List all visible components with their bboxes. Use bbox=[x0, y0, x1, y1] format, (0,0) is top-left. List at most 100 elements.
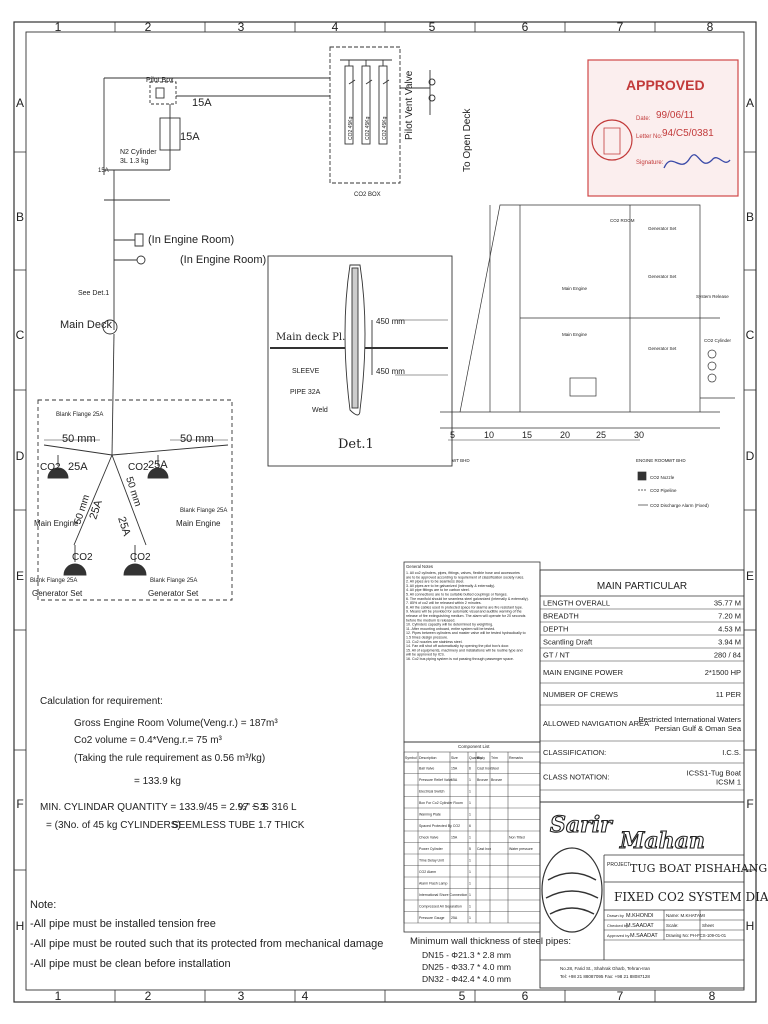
row-label-right: E bbox=[746, 569, 754, 583]
table-cell: 1 bbox=[469, 882, 471, 886]
approved-stamp: APPROVED Date: 99/06/11 Letter No: 94/C5… bbox=[587, 59, 739, 197]
wt-bhd-label: WT BHD bbox=[668, 458, 686, 463]
calc-heading: Calculation for requirement: bbox=[40, 696, 163, 707]
note-item: -All pipe must be clean before installat… bbox=[30, 958, 231, 970]
pipe-size-label: 25A bbox=[87, 498, 105, 521]
calc-line: SEEMLESS TUBE 1.7 THICK bbox=[172, 820, 305, 831]
row-label-right: H bbox=[746, 919, 755, 933]
table-cell: Cast Iron bbox=[477, 767, 491, 771]
col-label-bottom: 5 bbox=[459, 989, 466, 1003]
col-label-top: 6 bbox=[522, 20, 529, 34]
table-cell: International Shore Connection bbox=[419, 893, 467, 897]
drawn-by-label: Drawn by bbox=[607, 913, 624, 918]
general-note-line: 11. After mounting onboard, entire syste… bbox=[406, 627, 495, 631]
col-label-top: 4 bbox=[332, 20, 339, 34]
generator-set-label: Generator Set bbox=[148, 589, 199, 598]
stamp-date-label: Date: bbox=[636, 116, 651, 122]
stamp-title: APPROVED bbox=[626, 77, 705, 93]
table-cell: 5 bbox=[469, 847, 471, 851]
wall-thickness-item: DN32 - Φ42.4 * 4.0 mm bbox=[422, 974, 511, 984]
stamp-letter-label: Letter No: bbox=[636, 134, 663, 140]
co2-box bbox=[329, 46, 401, 184]
general-note-line: 1.5 times design pressure. bbox=[406, 636, 448, 640]
table-cell: 1 bbox=[469, 870, 471, 874]
row-label-left: D bbox=[16, 449, 25, 463]
scale-tick: 10 bbox=[484, 430, 494, 440]
table-cell: Pressure Relief Valve bbox=[419, 778, 452, 782]
wall-thickness-item: DN15 - Φ21.3 * 2.8 mm bbox=[422, 950, 511, 960]
project-value: TUG BOAT PISHAHANG 10 bbox=[630, 862, 768, 875]
table-cell: 15A bbox=[451, 836, 458, 840]
table-header: Body bbox=[477, 756, 485, 760]
general-note-line: 7. 85% of co2 will be released within 2 … bbox=[406, 601, 482, 605]
general-note-line: will be approved by ICS. bbox=[406, 653, 445, 657]
company-phone: Tel: +98 21 88087095 Fax: +98 21 8808712… bbox=[560, 974, 650, 979]
blank-flange-label: Blank Flange 25A bbox=[180, 508, 227, 514]
particular-label: CLASSIFICATION: bbox=[543, 748, 606, 757]
table-cell: Compressed Air Separation bbox=[419, 905, 462, 909]
drawing-border: 1 2 3 4 5 6 7 8 1 2 3 4 5 6 7 8 A B C D … bbox=[13, 20, 757, 1003]
table-header: Trim bbox=[491, 756, 498, 760]
table-header: Size bbox=[451, 756, 458, 760]
pipe-label: PIPE 32A bbox=[290, 389, 321, 396]
company-logo: Sarir Mahan bbox=[541, 811, 705, 933]
calc-line: = (3No. of 45 kg CYLINDERS) bbox=[46, 820, 181, 831]
table-cell: 1 bbox=[469, 801, 471, 805]
name-label: Name: M.KHATAMI bbox=[666, 913, 705, 918]
pilot-vent-valve-label: Pilot Vent Valve bbox=[404, 70, 415, 140]
pipe-size-label: 15A bbox=[192, 97, 212, 109]
calc-line: (Taking the rule requirement as 0.56 m³/… bbox=[74, 753, 265, 764]
table-cell: 25A bbox=[451, 916, 458, 920]
calc-line: MIN. CYLINDAR QUANTITY = 133.9/45 = 2.97… bbox=[40, 802, 266, 813]
cylinder-label: CO2 45Kg bbox=[382, 116, 388, 140]
general-note-line: 13. Co2 nozzles are stainless steel. bbox=[406, 640, 463, 644]
main-engine-label: Main Engine bbox=[562, 332, 588, 337]
signature-mark bbox=[663, 154, 731, 169]
particular-label: NUMBER OF CREWS bbox=[543, 690, 618, 699]
system-release-label: System Release bbox=[696, 294, 729, 299]
table-cell: 1 bbox=[469, 790, 471, 794]
table-cell: Non Tilted bbox=[509, 836, 525, 840]
table-cell: Steel bbox=[491, 767, 499, 771]
generator-set-label: Generator Set bbox=[32, 589, 83, 598]
calc-line: Co2 volume = 0.4*Veng.r.= 75 m³ bbox=[74, 735, 223, 746]
cylinder-label: CO2 45Kg bbox=[365, 116, 371, 140]
checked-by-label: Checked by bbox=[607, 923, 628, 928]
co2-nozzle-label: CO2 bbox=[40, 462, 61, 473]
table-cell: Electrical Switch bbox=[419, 790, 445, 794]
table-cell: 15A bbox=[451, 767, 458, 771]
particular-label: Scantling Draft bbox=[543, 638, 593, 647]
table-cell: 1 bbox=[469, 778, 471, 782]
particular-label: CLASS NOTATION: bbox=[543, 773, 609, 782]
general-note-line: are to be approved according to requirem… bbox=[406, 575, 524, 579]
particular-label: DEPTH bbox=[543, 625, 568, 634]
main-deck-pl-label: Main deck Pl. bbox=[276, 332, 345, 343]
row-label-right: B bbox=[746, 210, 754, 224]
particular-label: ALLOWED NAVIGATION AREA bbox=[543, 719, 649, 728]
calculation-block: Calculation for requirement: Gross Engin… bbox=[40, 696, 305, 831]
blank-flange-label: Blank Flange 25A bbox=[150, 578, 197, 584]
detail-1-labels: Main deck Pl. 450 mm 450 mm SLEEVE PIPE … bbox=[276, 317, 405, 452]
scale-tick: 25 bbox=[596, 430, 606, 440]
detail-title: Det.1 bbox=[338, 437, 374, 452]
particular-value: ICSM 1 bbox=[716, 778, 741, 787]
legend-item: CO2 Pipeline bbox=[650, 488, 677, 493]
general-note-line: 6. The manifold should be seamless steel… bbox=[406, 597, 529, 601]
table-cell: 1 bbox=[469, 836, 471, 840]
col-label-bottom: 3 bbox=[238, 989, 245, 1003]
co2-box-label: CO2 BOX bbox=[354, 192, 381, 198]
engine-room-area bbox=[37, 399, 233, 601]
blank-flange-label: Blank Flange 25A bbox=[30, 578, 77, 584]
to-open-deck-label: To Open Deck bbox=[462, 108, 473, 172]
table-cell: 1 bbox=[469, 893, 471, 897]
table-cell: 1 bbox=[469, 813, 471, 817]
col-label-top: 1 bbox=[55, 20, 62, 34]
col-label-bottom: 7 bbox=[617, 989, 624, 1003]
drawn-by-value: M.KHONDI bbox=[626, 913, 654, 919]
co2-nozzle-label: CO2 bbox=[72, 552, 93, 563]
row-label-left: C bbox=[16, 328, 25, 342]
pipe-size-label: 25A bbox=[68, 461, 88, 473]
table-cell: Ball Valve bbox=[419, 767, 434, 771]
wt-bhd-label: WT BHD bbox=[452, 458, 470, 463]
particular-label: LENGTH OVERALL bbox=[543, 599, 610, 608]
